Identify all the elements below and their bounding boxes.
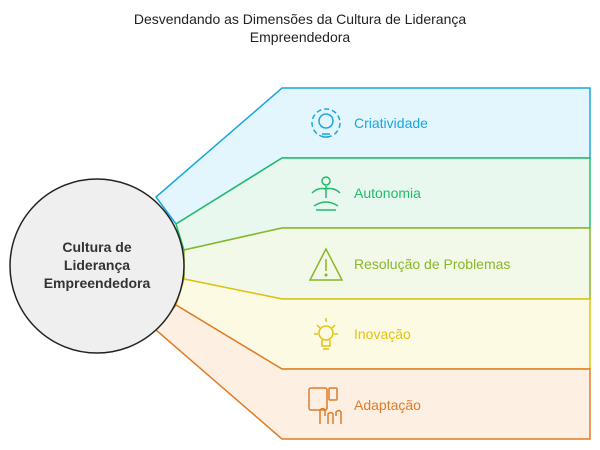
title-line-1: Desvendando as Dimensões da Cultura de L… xyxy=(133,11,467,27)
center-line-2: Liderança xyxy=(63,257,131,273)
warning-triangle-icon xyxy=(308,247,344,281)
center-label: Cultura de Liderança Empreendedora xyxy=(22,238,172,292)
title-line-2: Empreendedora xyxy=(249,29,351,45)
label-resolucao-de-problemas: Resolução de Problemas xyxy=(354,256,511,272)
center-line-1: Cultura de xyxy=(62,239,132,255)
meditation-person-icon xyxy=(311,176,341,211)
label-criatividade: Criatividade xyxy=(354,115,428,131)
lightbulb-icon xyxy=(314,318,338,350)
center-line-3: Empreendedora xyxy=(43,275,151,291)
gear-lightbulb-icon xyxy=(311,108,341,138)
label-autonomia: Autonomia xyxy=(354,185,421,201)
label-inovacao: Inovação xyxy=(354,326,411,342)
devices-hand-icon xyxy=(308,387,342,424)
center-circle xyxy=(9,178,185,354)
label-adaptacao: Adaptação xyxy=(354,397,421,413)
diagram-title: Desvendando as Dimensões da Cultura de L… xyxy=(0,10,600,46)
